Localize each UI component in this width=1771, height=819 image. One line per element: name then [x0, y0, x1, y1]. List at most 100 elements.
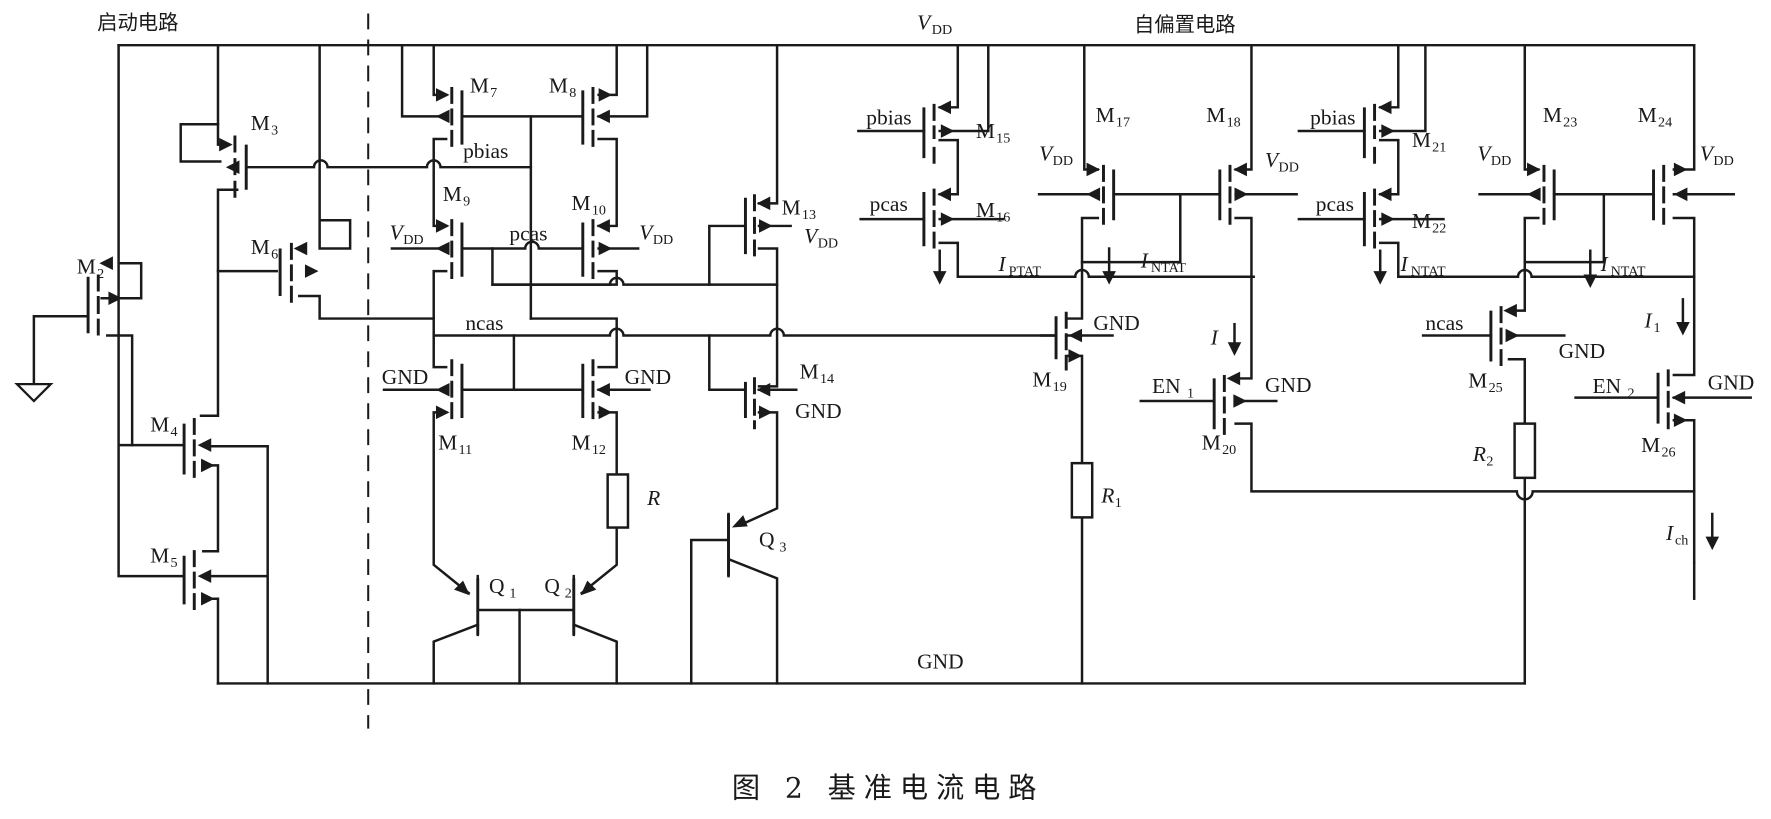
svg-text:Q: Q: [489, 574, 505, 598]
svg-text:22: 22: [1432, 221, 1446, 237]
svg-text:M: M: [438, 431, 457, 455]
figure-caption: 图 2 基准电流电路: [732, 772, 1044, 805]
svg-text:M: M: [1096, 103, 1115, 127]
svg-text:EN: EN: [1593, 374, 1622, 398]
svg-text:V: V: [1039, 141, 1055, 165]
svg-text:EN: EN: [1152, 374, 1181, 398]
svg-text:M: M: [251, 111, 270, 135]
r-label: R: [646, 486, 660, 510]
svg-text:I: I: [1140, 249, 1149, 273]
svg-text:M: M: [1638, 103, 1657, 127]
wires: [32, 43, 1752, 685]
bjt-bars: [476, 578, 576, 635]
svg-text:23: 23: [1563, 115, 1577, 131]
svg-text:R: R: [1472, 442, 1486, 466]
svg-text:V: V: [639, 220, 655, 244]
svg-text:4: 4: [171, 424, 178, 440]
svg-text:M: M: [1641, 433, 1660, 457]
pbias-label: pbias: [463, 139, 508, 163]
svg-text:7: 7: [490, 85, 497, 101]
svg-text:PTAT: PTAT: [1009, 264, 1042, 280]
svg-text:20: 20: [1222, 442, 1236, 458]
gnd-m20-label: GND: [1265, 373, 1311, 397]
gnd-m26-label: GND: [1708, 371, 1754, 395]
self-bias-circuit-label: 自偏置电路: [1134, 13, 1236, 37]
svg-text:I: I: [1644, 309, 1653, 333]
svg-text:11: 11: [459, 442, 473, 458]
transistor-symbols: [86, 86, 1670, 611]
svg-text:V: V: [390, 220, 406, 244]
svg-text:M: M: [800, 359, 819, 383]
svg-text:1: 1: [509, 586, 516, 602]
gnd-m14-label: GND: [795, 399, 841, 423]
svg-text:DD: DD: [403, 232, 423, 248]
svg-text:18: 18: [1227, 115, 1241, 131]
svg-text:V: V: [1265, 148, 1281, 172]
svg-text:M: M: [549, 74, 568, 98]
gnd-m11-label: GND: [382, 365, 428, 389]
ncas-m25-label: ncas: [1425, 311, 1463, 335]
svg-text:M: M: [443, 182, 462, 206]
svg-text:DD: DD: [653, 232, 673, 248]
resistor-r1: [1070, 461, 1094, 519]
pbias-m21-label: pbias: [1310, 105, 1355, 129]
svg-text:1: 1: [1115, 495, 1122, 511]
svg-text:I: I: [1665, 521, 1674, 545]
svg-text:NTAT: NTAT: [1411, 264, 1446, 280]
svg-text:R: R: [1100, 484, 1114, 508]
svg-text:V: V: [1700, 141, 1716, 165]
arrowheads: [14, 88, 1688, 606]
svg-text:I: I: [1400, 252, 1409, 276]
pbias-m15-label: pbias: [866, 105, 911, 129]
svg-text:19: 19: [1053, 379, 1067, 395]
svg-text:Q: Q: [759, 528, 775, 552]
svg-text:6: 6: [271, 247, 278, 263]
svg-text:M: M: [1468, 368, 1487, 392]
svg-text:NTAT: NTAT: [1611, 264, 1646, 280]
svg-text:ch: ch: [1675, 532, 1688, 548]
svg-text:14: 14: [820, 371, 834, 387]
svg-text:12: 12: [592, 442, 606, 458]
svg-text:DD: DD: [932, 22, 952, 38]
svg-text:DD: DD: [1279, 160, 1299, 176]
svg-text:9: 9: [463, 194, 470, 210]
current-arrows: [932, 247, 1720, 600]
svg-text:1: 1: [1187, 386, 1194, 402]
svg-text:16: 16: [996, 209, 1010, 225]
svg-text:M: M: [976, 119, 995, 143]
svg-text:2: 2: [565, 586, 572, 602]
svg-text:M: M: [976, 198, 995, 222]
i-label: I: [1210, 326, 1219, 350]
svg-text:15: 15: [996, 130, 1010, 146]
svg-text:3: 3: [779, 539, 786, 555]
svg-text:I: I: [997, 252, 1006, 276]
